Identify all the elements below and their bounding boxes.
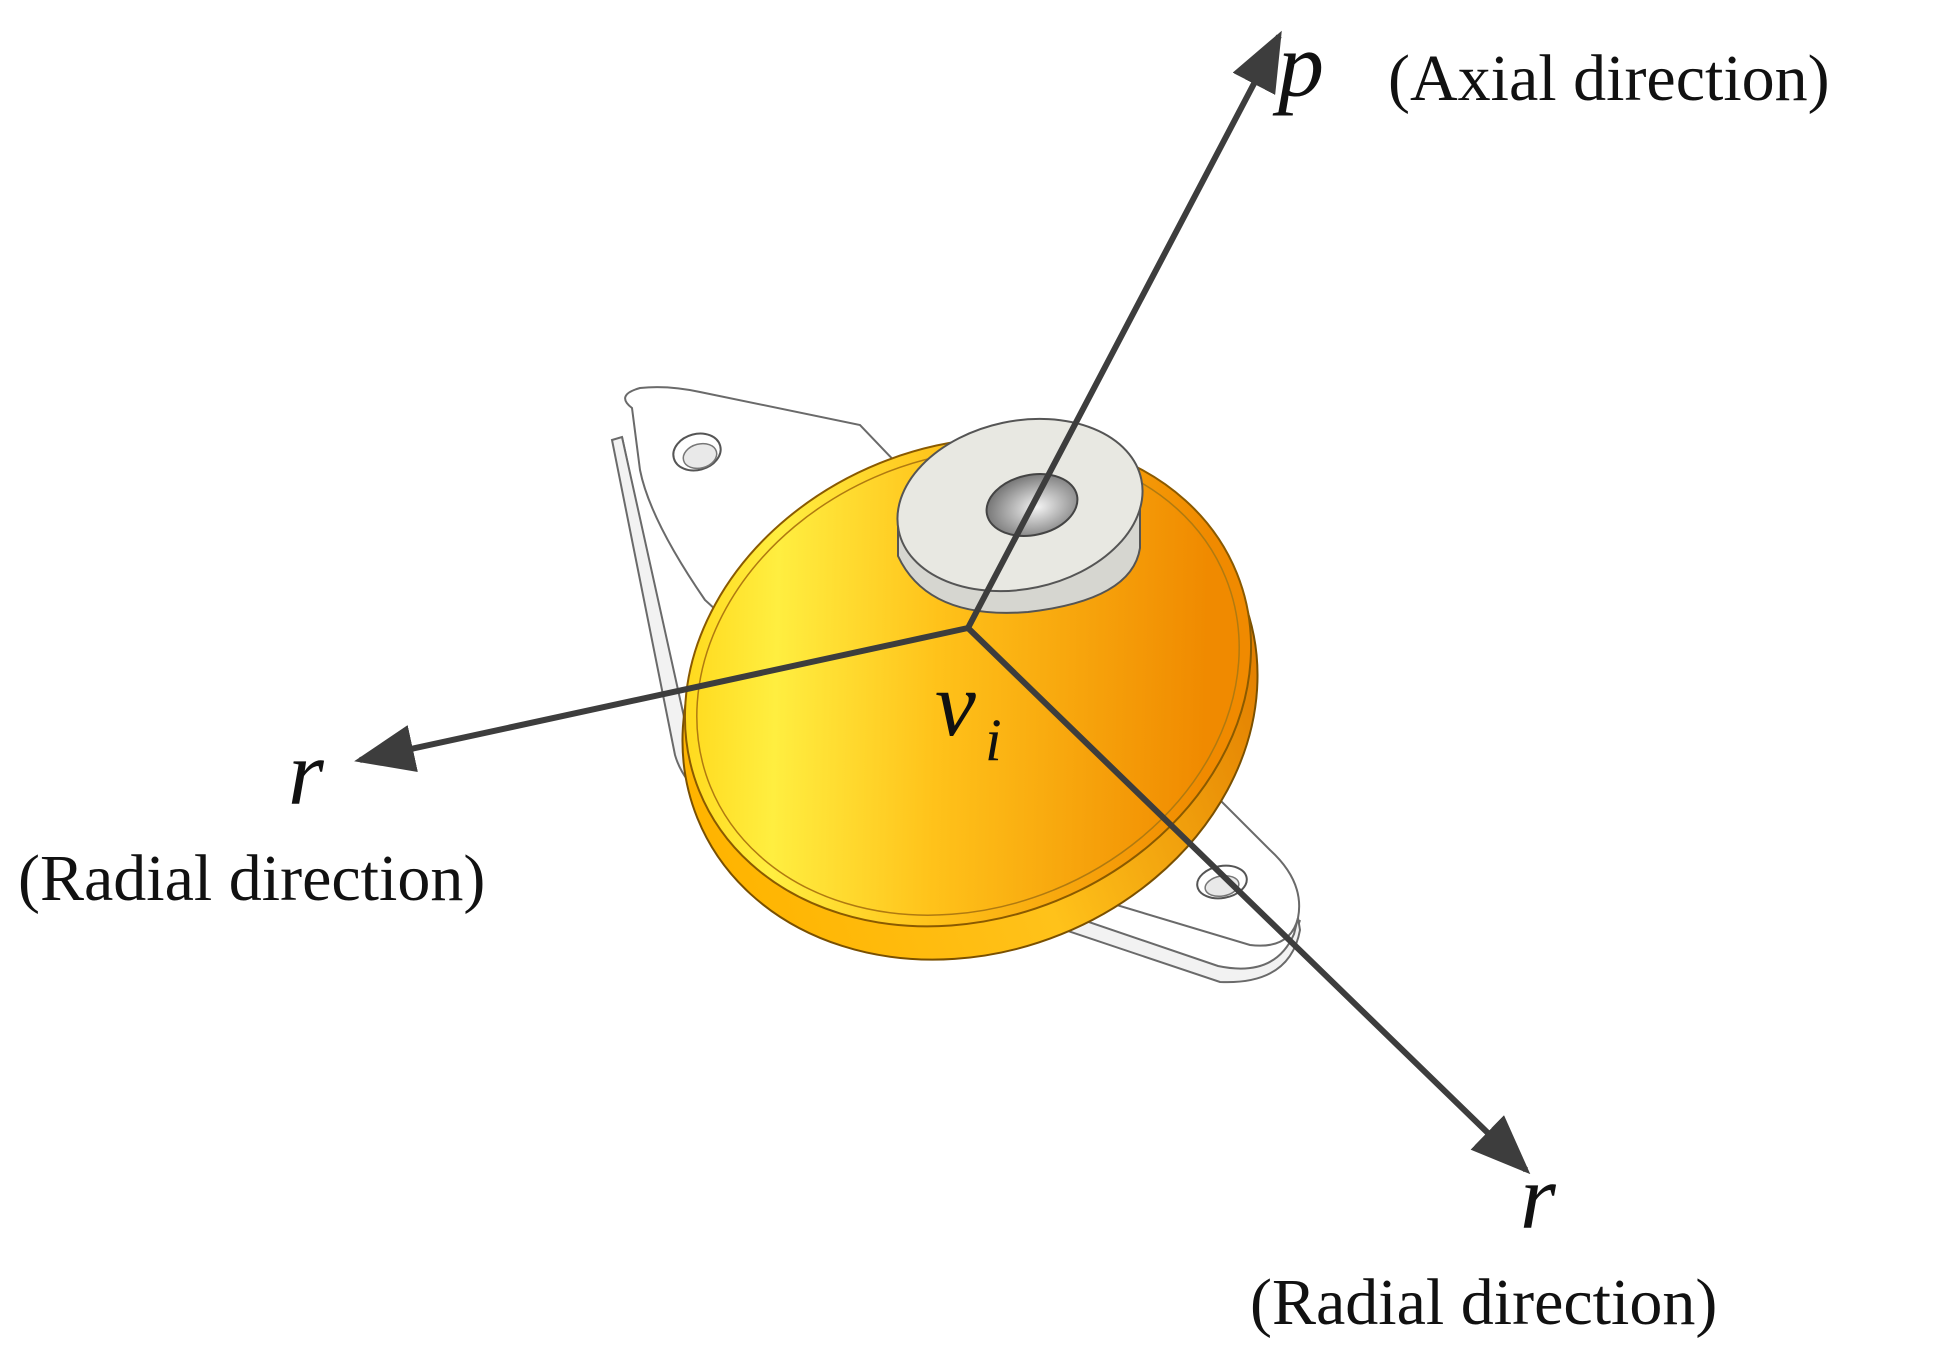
radial-right-label: (Radial direction) <box>1250 1266 1717 1339</box>
axial-axis-arrow <box>965 30 1282 630</box>
labels: p (Axial direction) r (Radial direction)… <box>18 14 1830 1339</box>
radial-left-label: (Radial direction) <box>18 842 485 915</box>
axial-axis-symbol: p <box>1272 14 1324 116</box>
axial-axis-label: (Axial direction) <box>1388 42 1830 115</box>
origin-subscript: i <box>985 707 1002 773</box>
mounting-hole-left-inner <box>682 442 718 470</box>
radial-axis-left-arrow <box>354 625 969 772</box>
rubber-body-rim <box>696 448 1240 916</box>
radial-left-symbol: r <box>288 722 325 824</box>
washer <box>896 417 1144 614</box>
origin-symbol: v <box>935 653 976 755</box>
radial-right-symbol: r <box>1520 1146 1557 1248</box>
axes <box>354 30 1531 1175</box>
radial-axis-right-arrow <box>965 625 1531 1175</box>
